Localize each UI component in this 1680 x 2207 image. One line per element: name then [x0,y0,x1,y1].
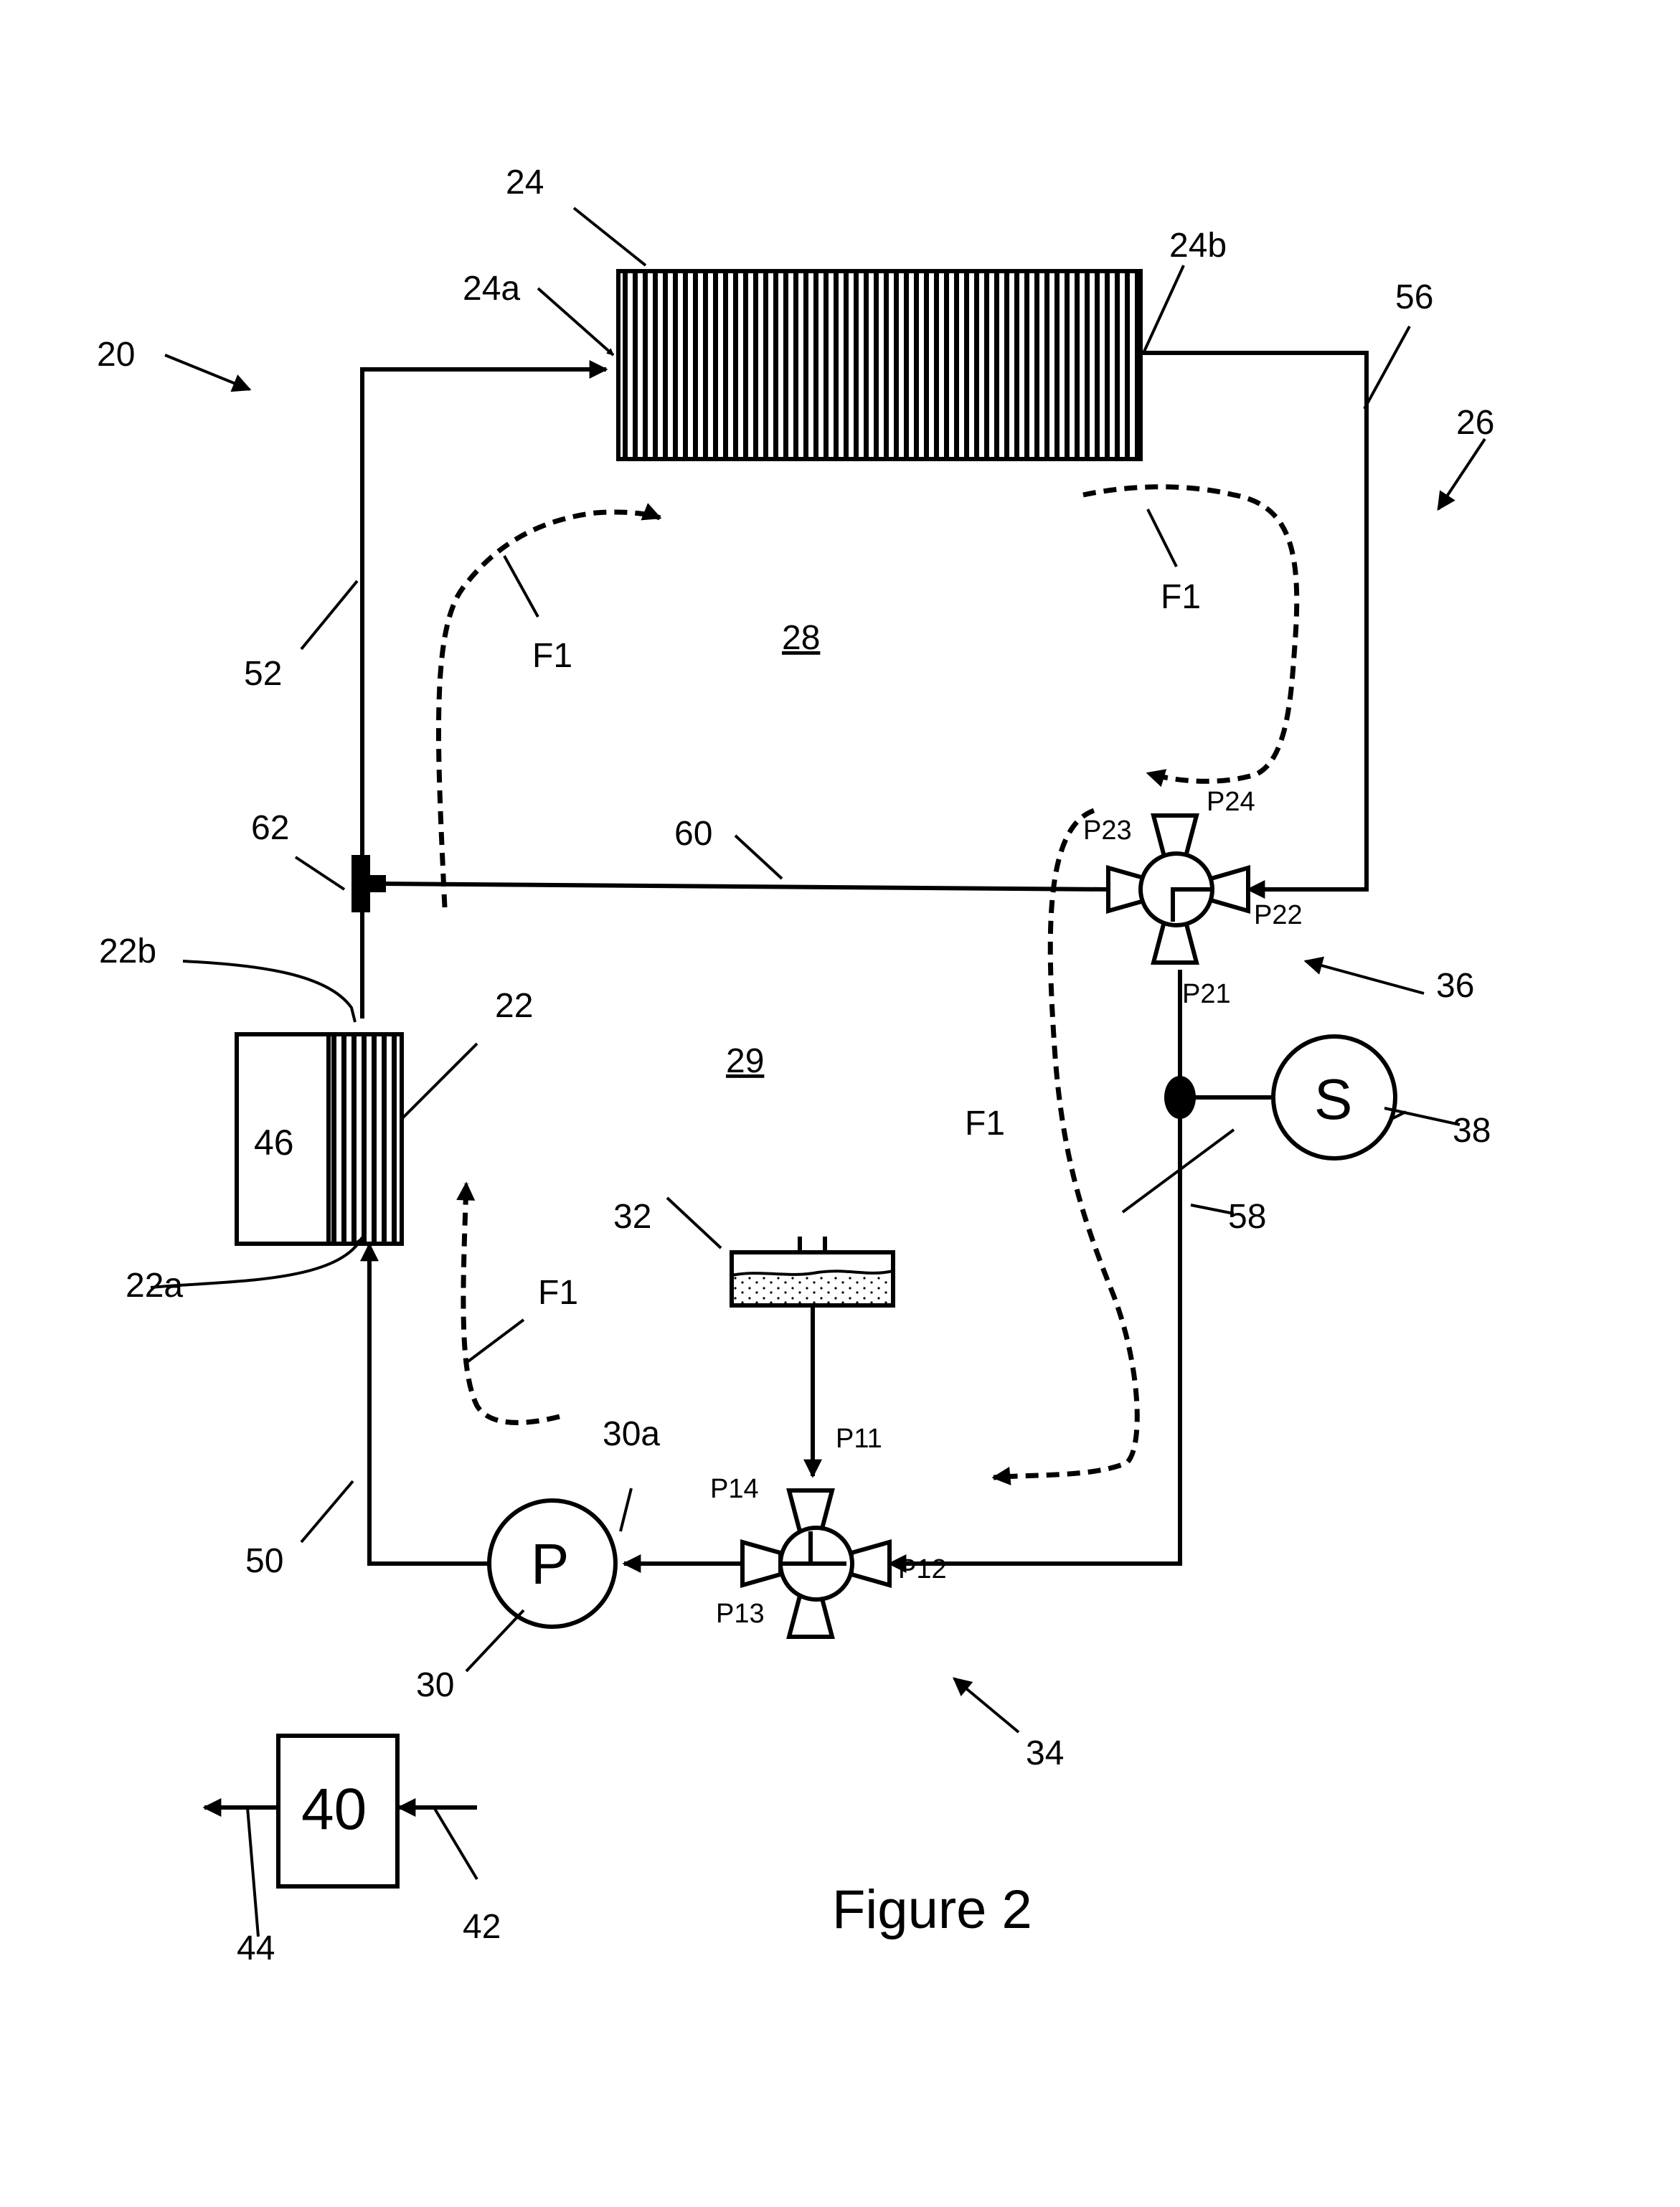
reservoir-32 [730,1237,895,1308]
bypass-line-60 [379,882,1111,892]
label-30: 30 [416,1666,454,1704]
label-36: 36 [1436,967,1474,1005]
pump-30 [487,1498,618,1629]
label-58: 58 [1228,1198,1266,1236]
label-p13: P13 [716,1599,765,1629]
label-22a: 22a [126,1267,183,1305]
label-24: 24 [506,164,544,202]
label-f1-a: F1 [532,637,572,675]
label-24a: 24a [463,270,520,308]
label-28: 28 [782,619,820,657]
label-f1-d: F1 [538,1274,578,1312]
piping [360,351,1369,1573]
label-p21: P21 [1182,979,1231,1009]
sensor-junction [1164,1076,1196,1119]
flow-f1-left [435,503,662,908]
controller-40 [276,1734,400,1889]
label-p24: P23 [1083,816,1132,846]
label-p23: P24 [1207,787,1255,817]
label-p22: P22 [1254,900,1303,930]
label-46: 46 [254,1123,294,1163]
label-34: 34 [1026,1734,1064,1772]
label-62: 62 [251,809,289,847]
label-22b: 22b [99,932,156,970]
flow-f1-lower-left [456,1181,560,1425]
label-50: 50 [245,1542,283,1580]
label-26: 26 [1456,404,1494,442]
flow-f1-right [1082,484,1300,788]
symbol-s: S [1314,1067,1352,1131]
label-44: 44 [237,1929,275,1967]
label-22: 22 [495,987,533,1025]
label-40: 40 [301,1777,367,1842]
label-29: 29 [726,1042,764,1080]
tee-62-branch [367,875,386,892]
label-p14: P14 [710,1474,759,1504]
label-20: 20 [97,336,135,374]
pump-line-50 [360,1242,488,1566]
flow-paths [435,484,1300,1485]
valve-34 [740,1488,892,1639]
heat-exchanger-22 [326,1032,404,1246]
label-42: 42 [463,1908,501,1946]
label-30a: 30a [603,1415,660,1453]
label-52: 52 [244,655,282,693]
leader-lines [150,207,1486,1937]
label-p11: P11 [836,1424,882,1454]
label-f1-b: F1 [1161,578,1201,616]
flow-f1-middle [991,808,1140,1485]
label-56: 56 [1395,278,1433,316]
heat-exchanger-24 [616,269,1143,461]
label-p12: P12 [898,1554,947,1584]
symbol-p: P [531,1532,569,1596]
labels: 24 24a 24b 56 20 26 F1 F1 28 52 62 60 P2… [97,164,1494,1967]
sensor-38 [1271,1034,1397,1161]
label-24b: 24b [1169,227,1227,265]
label-60: 60 [674,815,712,853]
supply-line-52 [360,360,608,1019]
label-38: 38 [1453,1112,1491,1150]
figure-title: Figure 2 [832,1879,1032,1940]
return-line-56 [1141,351,1369,899]
valve-36 [1106,813,1250,965]
label-f1-c: F1 [965,1105,1005,1143]
tee-62 [351,855,370,912]
label-32: 32 [613,1198,651,1236]
sensor-line-58 [887,970,1182,1573]
